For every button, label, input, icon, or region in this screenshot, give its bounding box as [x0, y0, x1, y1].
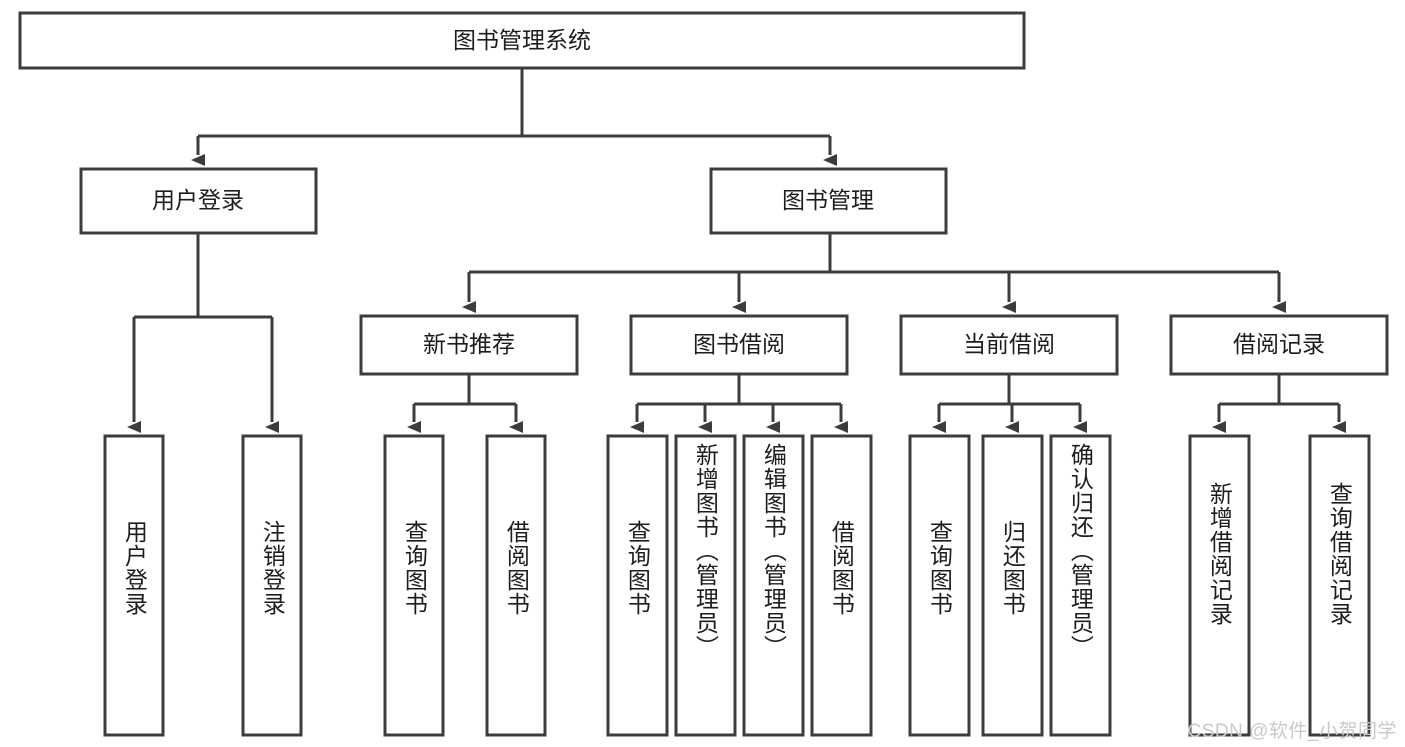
connector-group-root-to-level2: [191, 68, 837, 166]
leaf-box-return-book[interactable]: [981, 434, 1044, 737]
leaf-box-user-login[interactable]: [103, 434, 165, 737]
connector-group-book-manage-to-level3: [462, 233, 1286, 313]
connector-group-user-login-to-leaves: [127, 233, 279, 433]
node-new-book-rec-label: 新书推荐: [423, 331, 515, 357]
leaf-box-query-borrow-record[interactable]: [1308, 434, 1371, 737]
connector-group-current-borrow-to-leaves: [932, 374, 1087, 433]
leaf-box-query-book-rec[interactable]: [383, 434, 445, 737]
node-current-borrow[interactable]: 当前借阅: [899, 314, 1119, 376]
leaf-box-edit-book[interactable]: [742, 434, 805, 737]
node-user-login[interactable]: 用户登录: [79, 167, 318, 235]
leaf-box-confirm-return[interactable]: [1049, 434, 1112, 737]
node-current-borrow-box[interactable]: [899, 314, 1119, 376]
node-book-borrow[interactable]: 图书借阅: [629, 314, 849, 376]
connector-group-borrow-record-to-leaves: [1212, 374, 1346, 433]
node-book-manage-box[interactable]: [709, 167, 948, 235]
node-new-book-rec-box[interactable]: [359, 314, 579, 376]
leaf-box-add-borrow-record[interactable]: [1188, 434, 1251, 737]
node-root-label: 图书管理系统: [453, 27, 591, 53]
node-book-manage[interactable]: 图书管理: [709, 167, 948, 235]
leaf-box-query-book-borrow[interactable]: [606, 434, 669, 737]
node-new-book-rec[interactable]: 新书推荐: [359, 314, 579, 376]
connector-group-new-book-rec-to-leaves: [407, 374, 523, 433]
leaf-boxes: [103, 434, 1371, 737]
node-borrow-record[interactable]: 借阅记录: [1169, 314, 1389, 376]
leaf-box-query-book-current[interactable]: [908, 434, 971, 737]
node-book-manage-label: 图书管理: [782, 187, 874, 213]
node-root-box[interactable]: [18, 11, 1026, 70]
node-user-login-box[interactable]: [79, 167, 318, 235]
node-book-borrow-box[interactable]: [629, 314, 849, 376]
leaf-box-borrow-book-rec[interactable]: [485, 434, 547, 737]
leaf-box-borrow-book[interactable]: [810, 434, 873, 737]
node-book-borrow-label: 图书借阅: [693, 331, 785, 357]
node-current-borrow-label: 当前借阅: [963, 331, 1055, 357]
node-borrow-record-label: 借阅记录: [1233, 331, 1325, 357]
csdn-watermark: CSDN @软件_小贺同学: [1187, 721, 1397, 742]
leaf-box-user-logout[interactable]: [241, 434, 303, 737]
node-root[interactable]: 图书管理系统: [18, 11, 1026, 70]
connector-group-book-borrow-to-leaves: [630, 374, 848, 433]
leaf-box-add-book[interactable]: [674, 434, 737, 737]
node-borrow-record-box[interactable]: [1169, 314, 1389, 376]
node-user-login-label: 用户登录: [152, 187, 244, 213]
